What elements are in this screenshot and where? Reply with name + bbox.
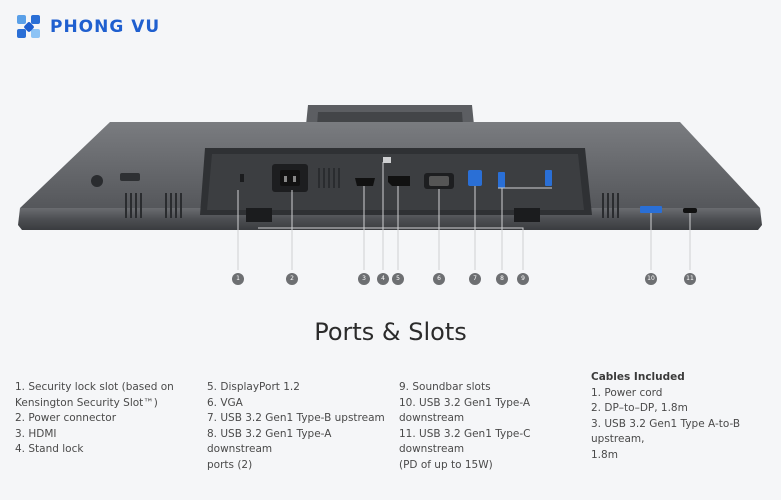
callout-10: 10	[645, 273, 657, 285]
callout-3: 3	[358, 273, 370, 285]
brand-logo: PHONG VU	[14, 12, 160, 42]
list-item: 7. USB 3.2 Gen1 Type-B upstream	[207, 412, 385, 425]
ports-list-2: 5. DisplayPort 1.2 6. VGA 7. USB 3.2 Gen…	[207, 380, 392, 474]
list-item: ports (2)	[207, 458, 253, 471]
list-item: (PD of up to 15W)	[399, 458, 493, 471]
callout-6: 6	[433, 273, 445, 285]
cables-list: Cables Included 1. Power cord 2. DP–to–D…	[591, 370, 776, 464]
list-item: 5. DisplayPort 1.2	[207, 381, 300, 393]
callout-7: 7	[469, 273, 481, 285]
list-item: 1. Power cord	[591, 386, 663, 399]
list-item: 9. Soundbar slots	[399, 381, 491, 393]
callout-2: 2	[286, 273, 298, 285]
list-item: 11. USB 3.2 Gen1 Type-C downstream	[399, 427, 531, 456]
ports-list-1: 1. Security lock slot (based on Kensingt…	[15, 380, 195, 458]
list-item: 4. Stand lock	[15, 443, 84, 456]
list-item: 3. HDMI	[15, 427, 57, 440]
list-item: 1. Security lock slot (based on	[15, 381, 174, 393]
list-item: 2. DP–to–DP, 1.8m	[591, 402, 688, 415]
callout-11: 11	[684, 273, 696, 285]
list-item: 8. USB 3.2 Gen1 Type-A downstream	[207, 427, 332, 456]
callout-8: 8	[496, 273, 508, 285]
callout-5: 5	[392, 273, 404, 285]
list-item: 10. USB 3.2 Gen1 Type-A downstream	[399, 396, 531, 425]
list-item: Kensington Security Slot™)	[15, 396, 158, 409]
monitor-back-image	[18, 105, 762, 270]
callout-9: 9	[517, 273, 529, 285]
list-item: 3. USB 3.2 Gen1 Type A-to-B upstream,	[591, 417, 741, 446]
brand-logo-icon	[17, 15, 40, 38]
page-title: Ports & Slots	[314, 318, 467, 346]
callout-1: 1	[232, 273, 244, 285]
list-item: 6. VGA	[207, 396, 243, 409]
brand-name: PHONG VU	[50, 17, 161, 37]
callout-4: 4	[377, 273, 389, 285]
list-item: 2. Power connector	[15, 412, 117, 425]
cables-heading: Cables Included	[591, 371, 685, 383]
list-item: 1.8m	[591, 448, 618, 461]
monitor-illustration: 1 2 3 4 5 6 7 8 9 10 11	[0, 90, 781, 300]
ports-list-3: 9. Soundbar slots 10. USB 3.2 Gen1 Type-…	[399, 380, 584, 474]
